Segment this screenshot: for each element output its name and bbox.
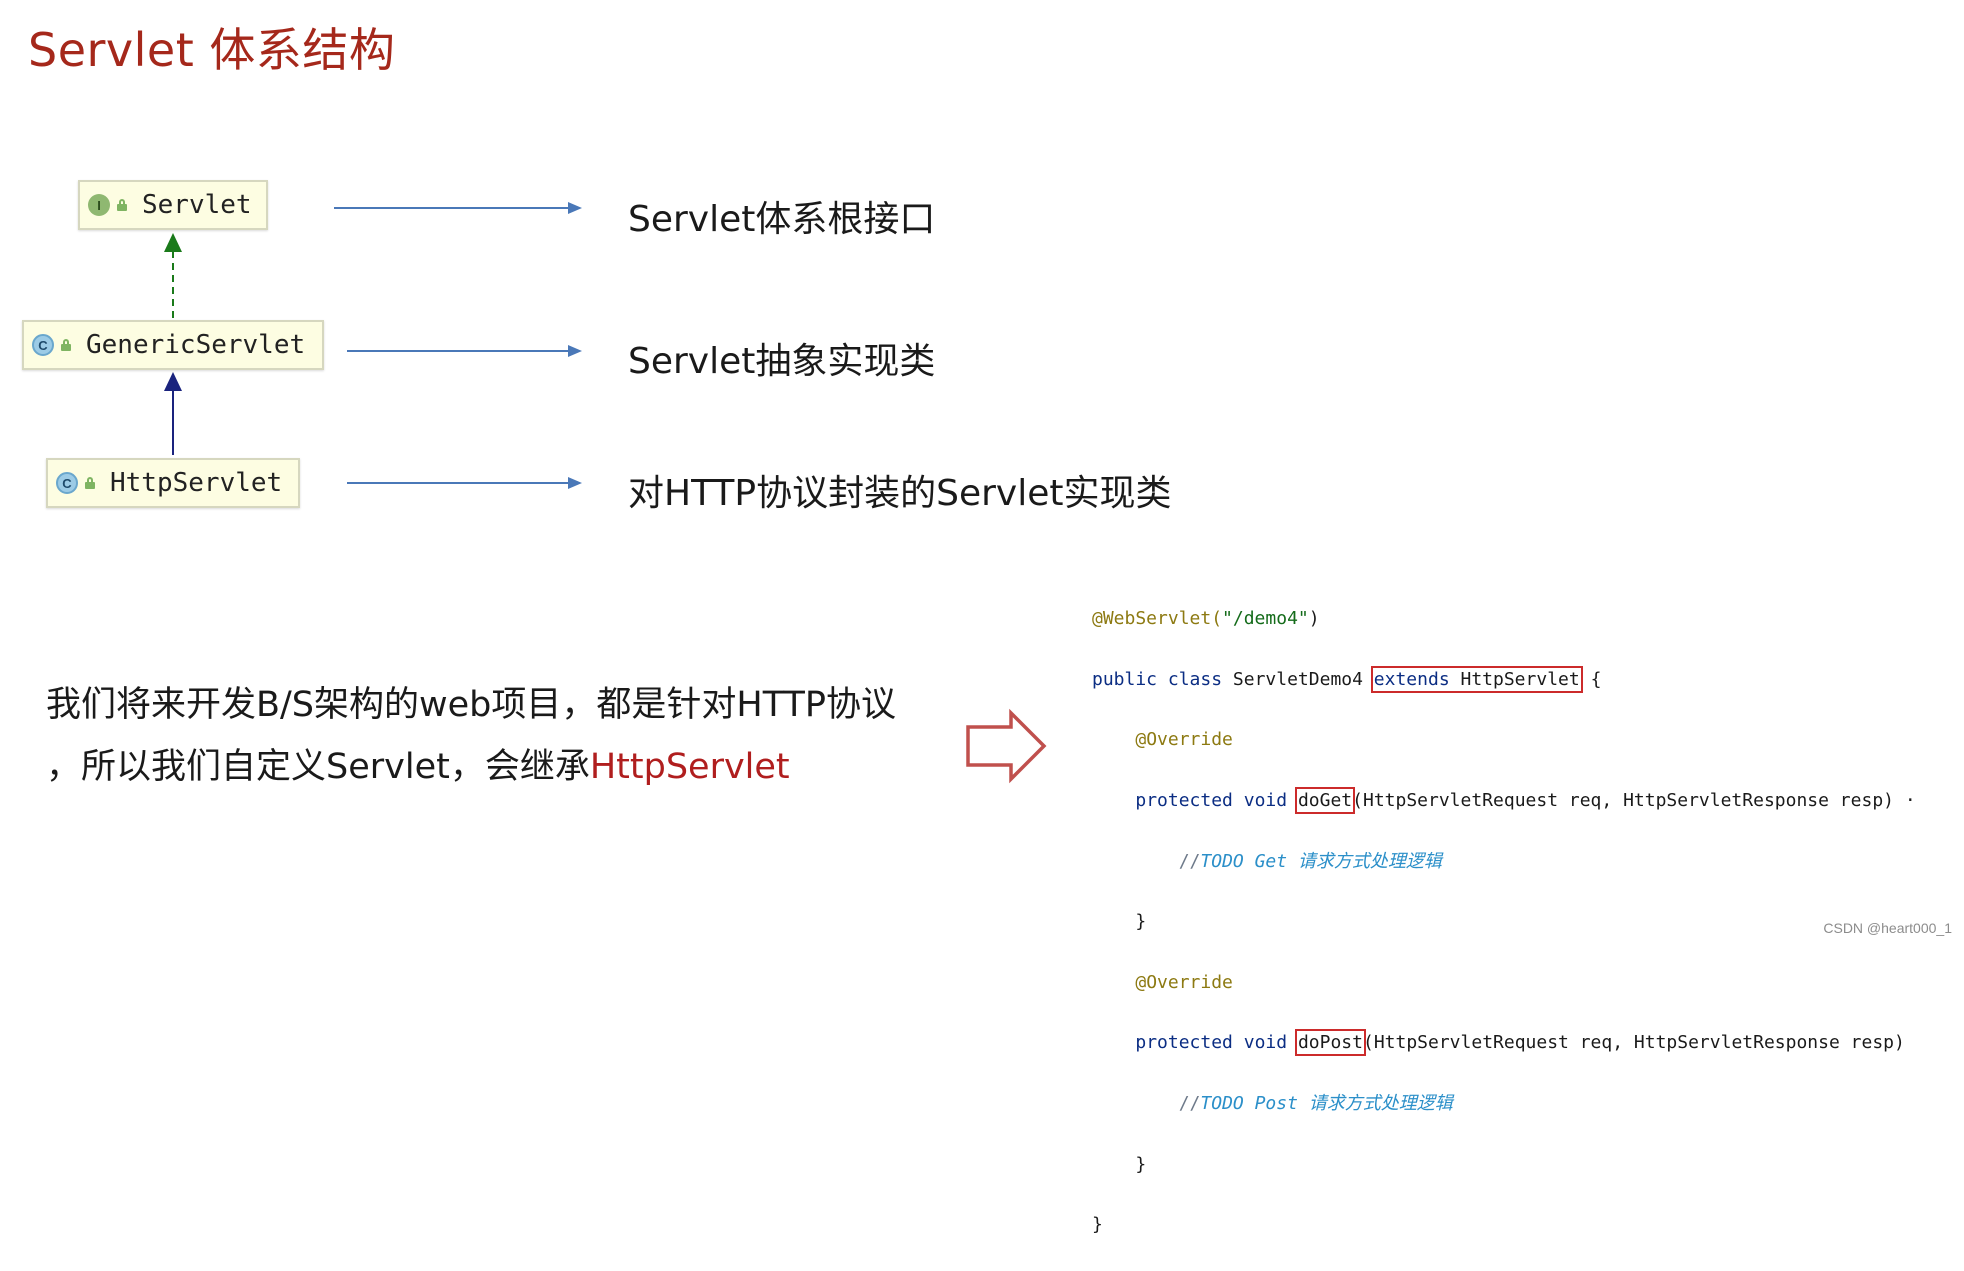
public-lock-icon: [84, 477, 96, 489]
highlight-httpservlet: HttpServlet: [589, 747, 790, 787]
code-line-doget: protected void doGet(HttpServletRequest …: [1135, 787, 1916, 815]
dopost-highlight-box: doPost: [1294, 1029, 1366, 1057]
code-line-class-declaration: public class ServletDemo4 extends HttpSe…: [1092, 665, 1602, 693]
code-line-override-1: @Override: [1135, 729, 1233, 751]
code-snippet: @WebServlet("/demo4") public class Servl…: [1092, 574, 1916, 1271]
doget-highlight-box: doGet: [1294, 787, 1356, 815]
class-box-servlet: I Servlet: [78, 180, 268, 230]
description-generic-servlet: Servlet抽象实现类: [628, 341, 936, 382]
code-line-close-1: }: [1135, 911, 1147, 933]
interface-icon: I: [88, 194, 110, 216]
pointer-generic-head: [568, 345, 582, 357]
paragraph-line-2-text: ，所以我们自定义Servlet，会继承: [46, 747, 590, 787]
code-line-close-2: }: [1135, 1153, 1147, 1175]
pointer-http-head: [568, 477, 582, 489]
implements-arrowhead: [164, 233, 182, 252]
class-icon: C: [32, 334, 54, 356]
page-title: Servlet 体系结构: [28, 23, 396, 77]
class-icon: C: [56, 472, 78, 494]
extends-arrowhead: [164, 372, 182, 391]
class-name-servlet: Servlet: [142, 190, 252, 220]
pointer-servlet-head: [568, 202, 582, 214]
code-line-todo-post: //TODO Post 请求方式处理逻辑: [1178, 1093, 1453, 1115]
hollow-right-arrow-icon: [966, 708, 1047, 784]
paragraph-line-1: 我们将来开发B/S架构的web项目，都是针对HTTP协议: [46, 685, 896, 725]
extends-highlight-box: extends HttpServlet: [1370, 665, 1583, 693]
code-line-annotation: @WebServlet("/demo4"): [1092, 608, 1320, 630]
public-lock-icon: [116, 199, 128, 211]
class-box-http-servlet: C HttpServlet: [46, 458, 300, 508]
description-http-servlet: 对HTTP协议封装的Servlet实现类: [628, 473, 1172, 514]
class-name-generic-servlet: GenericServlet: [86, 330, 306, 360]
watermark: CSDN @heart000_1: [1823, 920, 1952, 936]
paragraph-line-2: ，所以我们自定义Servlet，会继承HttpServlet: [46, 736, 946, 798]
code-line-close-class: }: [1092, 1214, 1103, 1236]
code-line-override-2: @Override: [1135, 971, 1233, 993]
code-line-dopost: protected void doPost(HttpServletRequest…: [1135, 1029, 1905, 1057]
description-servlet: Servlet体系根接口: [628, 199, 936, 240]
code-line-todo-get: //TODO Get 请求方式处理逻辑: [1178, 850, 1442, 872]
class-name-http-servlet: HttpServlet: [110, 468, 283, 498]
hierarchy-connectors: [164, 202, 1047, 784]
class-box-generic-servlet: C GenericServlet: [22, 320, 324, 370]
explanation-paragraph: 我们将来开发B/S架构的web项目，都是针对HTTP协议 ，所以我们自定义Ser…: [46, 674, 946, 798]
public-lock-icon: [60, 339, 72, 351]
